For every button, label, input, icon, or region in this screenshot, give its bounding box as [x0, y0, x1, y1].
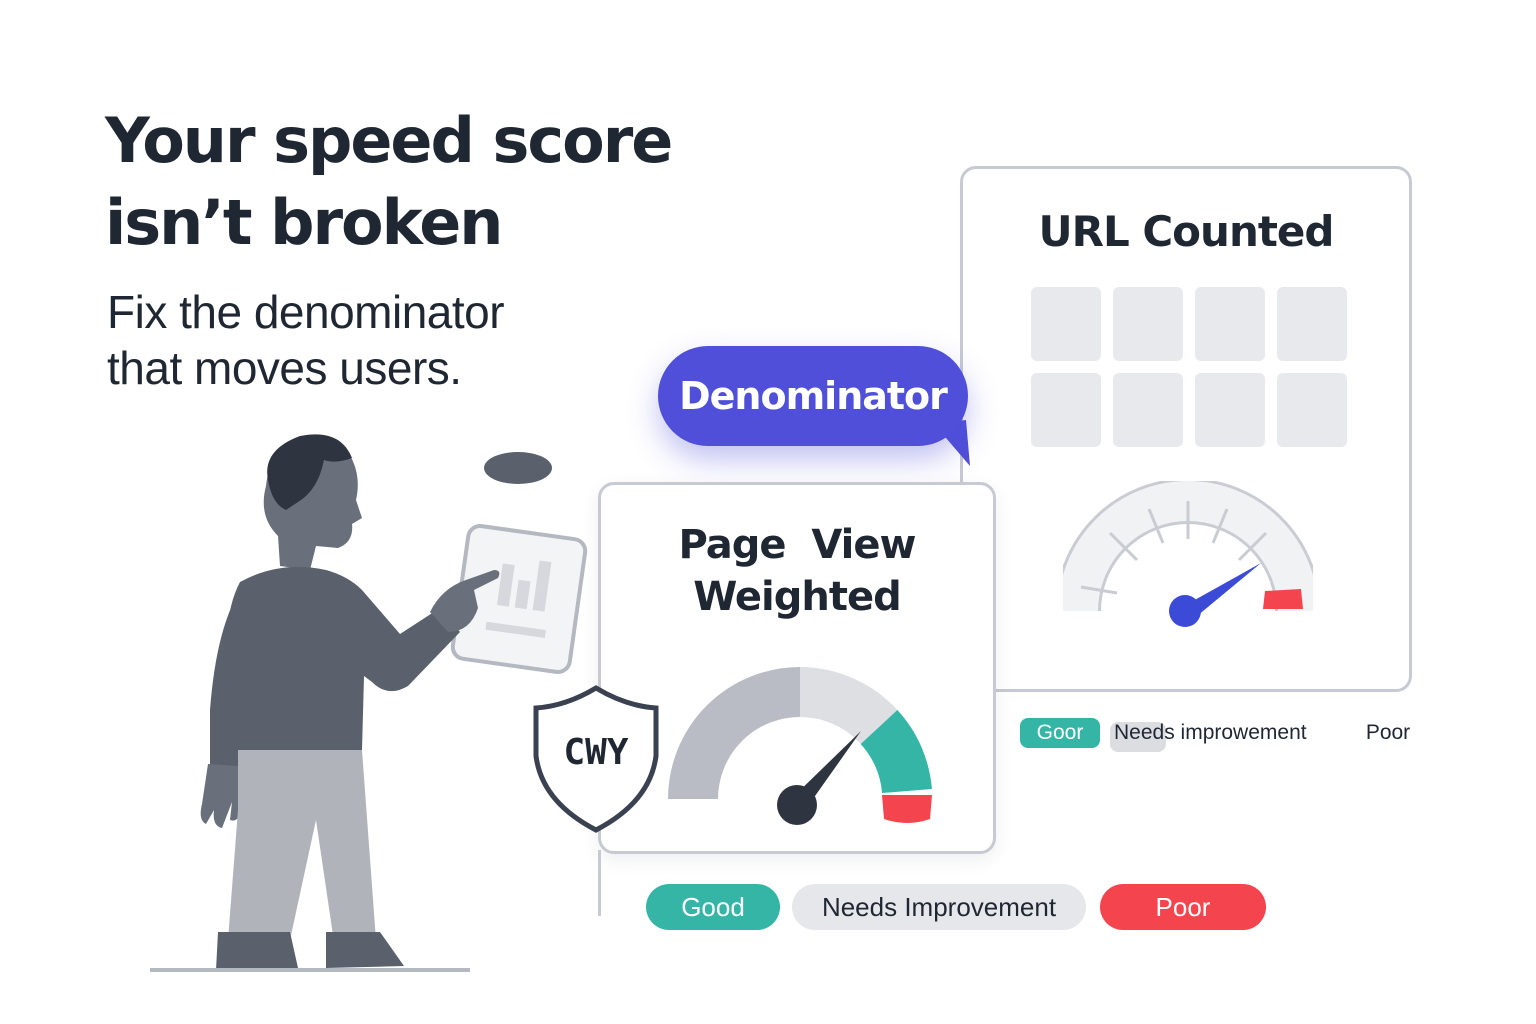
url-tile [1113, 373, 1183, 447]
headline: Your speed score isn’t broken [105, 100, 673, 264]
shield-label: CWY [563, 732, 629, 773]
url-tile [1031, 373, 1101, 447]
ground-line [150, 968, 470, 972]
headline-line-1: Your speed score [105, 104, 673, 177]
card-divider-bottom [598, 850, 601, 916]
subheadline-line-2: that moves users. [107, 342, 462, 394]
url-gauge-icon [1063, 481, 1313, 627]
url-counted-title: URL Counted [1038, 207, 1335, 256]
subheadline: Fix the denominator that moves users. [107, 284, 505, 396]
mini-legend-good: Goor [1020, 718, 1100, 748]
mini-legend-needs: Needs improwement [1114, 721, 1307, 744]
floating-pebble-icon [484, 452, 552, 484]
url-tile [1277, 373, 1347, 447]
url-tile [1113, 287, 1183, 361]
legend-needs-improvement-pill: Needs Improvement [792, 884, 1086, 930]
page-view-weighted-title: Page View Weighted [601, 519, 993, 623]
url-tile [1277, 287, 1347, 361]
url-tile [1195, 287, 1265, 361]
url-tile [1195, 373, 1265, 447]
legend-good-pill: Good [646, 884, 780, 930]
url-counted-card: URL Counted [960, 166, 1412, 692]
pvw-title-line-2: Weighted [693, 574, 902, 620]
card-divider-top [598, 652, 601, 690]
subheadline-line-1: Fix the denominator [107, 286, 505, 338]
denominator-bubble: Denominator [658, 346, 968, 446]
page-view-weighted-card: Page View Weighted [598, 482, 996, 854]
person-illustration [150, 434, 588, 972]
mini-legend-poor: Poor [1365, 721, 1411, 744]
pvw-title-line-1: Page View [678, 522, 917, 568]
mini-legend-needs-swatch [1110, 722, 1166, 752]
url-tile-grid [1031, 287, 1347, 447]
shield-icon [533, 685, 659, 833]
headline-line-2: isn’t broken [105, 186, 503, 259]
legend-poor-pill: Poor [1100, 884, 1266, 930]
url-tile [1031, 287, 1101, 361]
pvw-gauge-icon [668, 667, 932, 825]
